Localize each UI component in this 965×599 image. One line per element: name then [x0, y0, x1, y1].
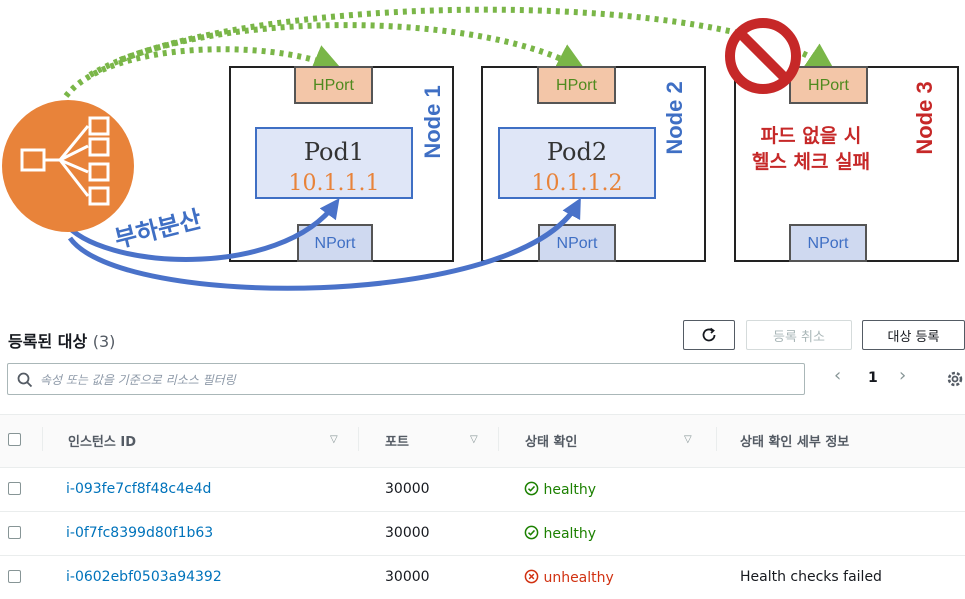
table-header: 인스턴스 ID ▽ 포트 ▽ 상태 확인 ▽ 상태 확인 세부 정보: [0, 414, 965, 468]
node1-label: Node 1: [420, 85, 445, 158]
architecture-diagram: HPort HPort HPort NPort NPort NPort Pod1…: [2, 6, 959, 291]
page-number[interactable]: 1: [868, 370, 878, 386]
node3-failure-line2: 헬스 체크 실패: [752, 151, 870, 173]
row-checkbox[interactable]: [8, 482, 21, 495]
traffic-arrow-pod1: [62, 198, 340, 262]
column-header-port[interactable]: 포트: [385, 435, 409, 450]
gear-icon[interactable]: [946, 370, 964, 388]
load-balancer-icon: [2, 100, 134, 232]
pod2-ip: 10.1.1.2: [532, 171, 623, 196]
sort-icon[interactable]: ▽: [470, 434, 478, 445]
health-status-text: healthy: [543, 482, 597, 498]
health-status-text: healthy: [543, 526, 597, 542]
target-group-panel: 등록된 대상 (3) 등록 취소 대상 등록 속성 또는 값을 기준으로 리소스…: [0, 318, 965, 588]
refresh-button[interactable]: [683, 320, 735, 350]
health-status-text: unhealthy: [543, 570, 614, 586]
node3-hport-label: HPort: [808, 77, 849, 94]
search-icon: [17, 372, 33, 388]
node3-label: Node 3: [912, 81, 937, 154]
pod1-name: Pod1: [304, 138, 364, 166]
health-check-arrow-node3: [118, 6, 836, 73]
pod1-box: [255, 127, 413, 199]
health-check-arrow-node2: [88, 22, 587, 78]
column-divider: [716, 427, 717, 451]
load-balancing-label: 부하분산: [112, 205, 204, 254]
register-targets-button[interactable]: 대상 등록: [862, 320, 965, 350]
node1-hport-label: HPort: [313, 77, 354, 94]
node3-nport: [789, 224, 867, 262]
prohibited-icon: [725, 18, 801, 94]
node2-hport: [537, 66, 616, 104]
column-divider: [42, 427, 43, 451]
deregister-button[interactable]: 등록 취소: [746, 320, 852, 350]
health-status: unhealthy: [524, 569, 614, 586]
sort-icon[interactable]: ▽: [330, 434, 338, 445]
check-circle-icon: [524, 481, 539, 496]
next-page-icon[interactable]: ›: [899, 365, 907, 386]
pod2-box: [498, 127, 656, 199]
row-checkbox[interactable]: [8, 570, 21, 583]
node3-nport-label: NPort: [808, 235, 849, 252]
check-circle-icon: [524, 525, 539, 540]
node2-label: Node 2: [662, 81, 687, 154]
column-divider: [358, 427, 359, 451]
health-check-arrow-node1: [63, 45, 344, 98]
column-header-instance-id[interactable]: 인스턴스 ID: [68, 435, 136, 450]
column-header-health-status[interactable]: 상태 확인: [525, 435, 578, 450]
node3-failure-line1: 파드 없을 시: [761, 125, 862, 147]
sort-icon[interactable]: ▽: [684, 434, 692, 445]
node2-nport-label: NPort: [557, 235, 598, 252]
health-status: healthy: [524, 481, 596, 498]
row-checkbox[interactable]: [8, 526, 21, 539]
table-row[interactable]: i-0602ebf0503a94392 30000 unhealthy Heal…: [0, 555, 965, 599]
diagram-canvas: HPort HPort HPort NPort NPort NPort Pod1…: [2, 6, 959, 291]
select-all-checkbox[interactable]: [8, 433, 21, 446]
panel-title: 등록된 대상 (3): [8, 328, 115, 352]
pod2-name: Pod2: [547, 138, 607, 166]
panel-title-text: 등록된 대상: [8, 332, 88, 351]
health-status: healthy: [524, 525, 596, 542]
x-circle-icon: [524, 569, 539, 584]
instance-id-link[interactable]: i-093fe7cf8f48c4e4d: [66, 481, 212, 497]
search-placeholder: 속성 또는 값을 기준으로 리소스 필터링: [40, 373, 236, 387]
column-divider: [498, 427, 499, 451]
node1-nport-label: NPort: [315, 235, 356, 252]
node1-hport: [294, 66, 373, 104]
filter-search-input[interactable]: 속성 또는 값을 기준으로 리소스 필터링: [7, 363, 805, 395]
traffic-arrow-pod2: [67, 197, 581, 291]
prev-page-icon[interactable]: ‹: [834, 365, 842, 386]
port-value: 30000: [385, 569, 430, 585]
health-details: Health checks failed: [740, 569, 882, 585]
instance-id-link[interactable]: i-0602ebf0503a94392: [66, 569, 222, 585]
pod1-ip: 10.1.1.1: [289, 171, 380, 196]
table-row[interactable]: i-0f7fc8399d80f1b63 30000 healthy: [0, 511, 965, 556]
table-row[interactable]: i-093fe7cf8f48c4e4d 30000 healthy: [0, 467, 965, 512]
port-value: 30000: [385, 525, 430, 541]
node1-nport: [297, 224, 373, 262]
target-count: (3): [92, 332, 116, 351]
column-header-health-details[interactable]: 상태 확인 세부 정보: [740, 435, 850, 450]
node3-hport: [789, 66, 868, 104]
node2-hport-label: HPort: [556, 77, 597, 94]
instance-id-link[interactable]: i-0f7fc8399d80f1b63: [66, 525, 214, 541]
port-value: 30000: [385, 481, 430, 497]
refresh-icon: [702, 327, 716, 342]
